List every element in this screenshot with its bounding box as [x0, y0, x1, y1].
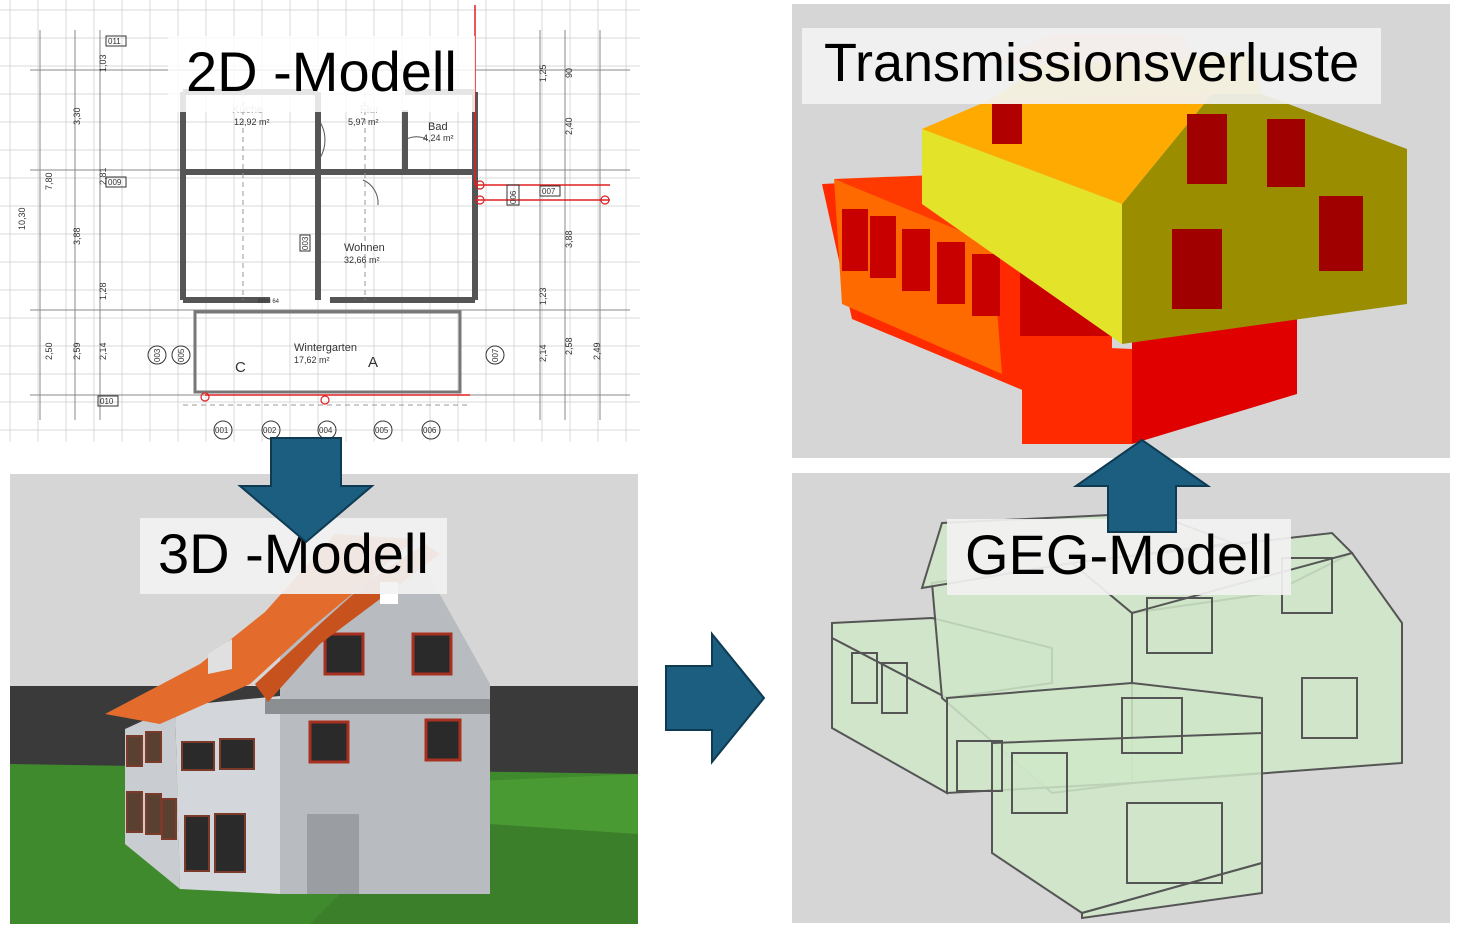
geg-panel: GEG-Modell: [792, 473, 1450, 923]
boxed-label-011: 011: [108, 37, 121, 46]
window-label: BRH 64: [258, 299, 280, 305]
dim-right-6: 2,58: [564, 337, 574, 355]
room-name-wintergarten: Wintergarten: [294, 342, 357, 354]
dim-left-2: 3,30: [72, 107, 82, 125]
side-marker-005: 005: [177, 348, 186, 362]
room-name-wohnen: Wohnen: [344, 242, 385, 254]
dim-left-7: 2,50: [44, 342, 54, 360]
dim-right-8: 90: [564, 68, 574, 78]
arrow-up-icon: [1072, 438, 1212, 533]
dim-left-4: 3,88: [72, 227, 82, 245]
section-label-c: C: [235, 359, 246, 376]
dim-right-1: 1,25: [538, 64, 548, 82]
arrow-right-icon: [665, 631, 766, 765]
dim-left-6: 2,59: [72, 342, 82, 360]
floorplan-panel: Küche 12,92 m² Flur 5,97 m² Bad 4,24 m² …: [0, 0, 640, 442]
boxed-label-003: 003: [301, 236, 310, 250]
room-area-kueche: 12,92 m²: [234, 117, 270, 127]
dim-left-8: 2,14: [98, 342, 108, 360]
dim-right-5: 2,14: [538, 344, 548, 362]
dim-left-5: 1,28: [98, 282, 108, 300]
dim-right-2: 2,40: [564, 117, 574, 135]
axis-marker-001: 001: [215, 426, 229, 435]
label-2d-model: 2D -Modell: [168, 36, 475, 112]
dim-left-outer: 7,80: [44, 172, 54, 190]
side-marker-007: 007: [491, 348, 500, 362]
label-3d-model: 3D -Modell: [140, 518, 447, 594]
room-name-bad: Bad: [428, 121, 448, 133]
room-area-wintergarten: 17,62 m²: [294, 355, 330, 365]
room-area-wohnen: 32,66 m²: [344, 255, 380, 265]
axis-marker-005: 005: [375, 426, 389, 435]
dim-left-total: 10,30: [17, 207, 27, 230]
boxed-label-009: 009: [108, 178, 122, 187]
dim-left-1: 1,03: [98, 54, 108, 72]
boxed-label-006: 006: [509, 190, 518, 204]
room-area-flur: 5,97 m²: [348, 117, 379, 127]
boxed-label-010: 010: [100, 397, 114, 406]
section-label-a: A: [368, 354, 378, 371]
axis-marker-006: 006: [423, 426, 437, 435]
model-3d-panel: 3D -Modell: [10, 474, 638, 924]
transmission-drawing: [822, 34, 1407, 444]
axis-marker-004: 004: [319, 426, 333, 435]
boxed-label-007: 007: [542, 187, 556, 196]
dim-right-3: 3,88: [564, 230, 574, 248]
axis-marker-002: 002: [263, 426, 277, 435]
dim-left-3: 2,81: [98, 167, 108, 185]
transmission-panel: Transmissionsverluste: [792, 4, 1450, 458]
room-area-bad: 4,24 m²: [423, 133, 454, 143]
label-transmission: Transmissionsverluste: [802, 28, 1382, 104]
dim-right-4: 1,23: [538, 287, 548, 305]
arrow-down-icon: [237, 437, 375, 544]
model-3d-drawing: [10, 534, 638, 924]
dim-right-7: 2,49: [592, 342, 602, 360]
side-marker-003: 003: [153, 348, 162, 362]
